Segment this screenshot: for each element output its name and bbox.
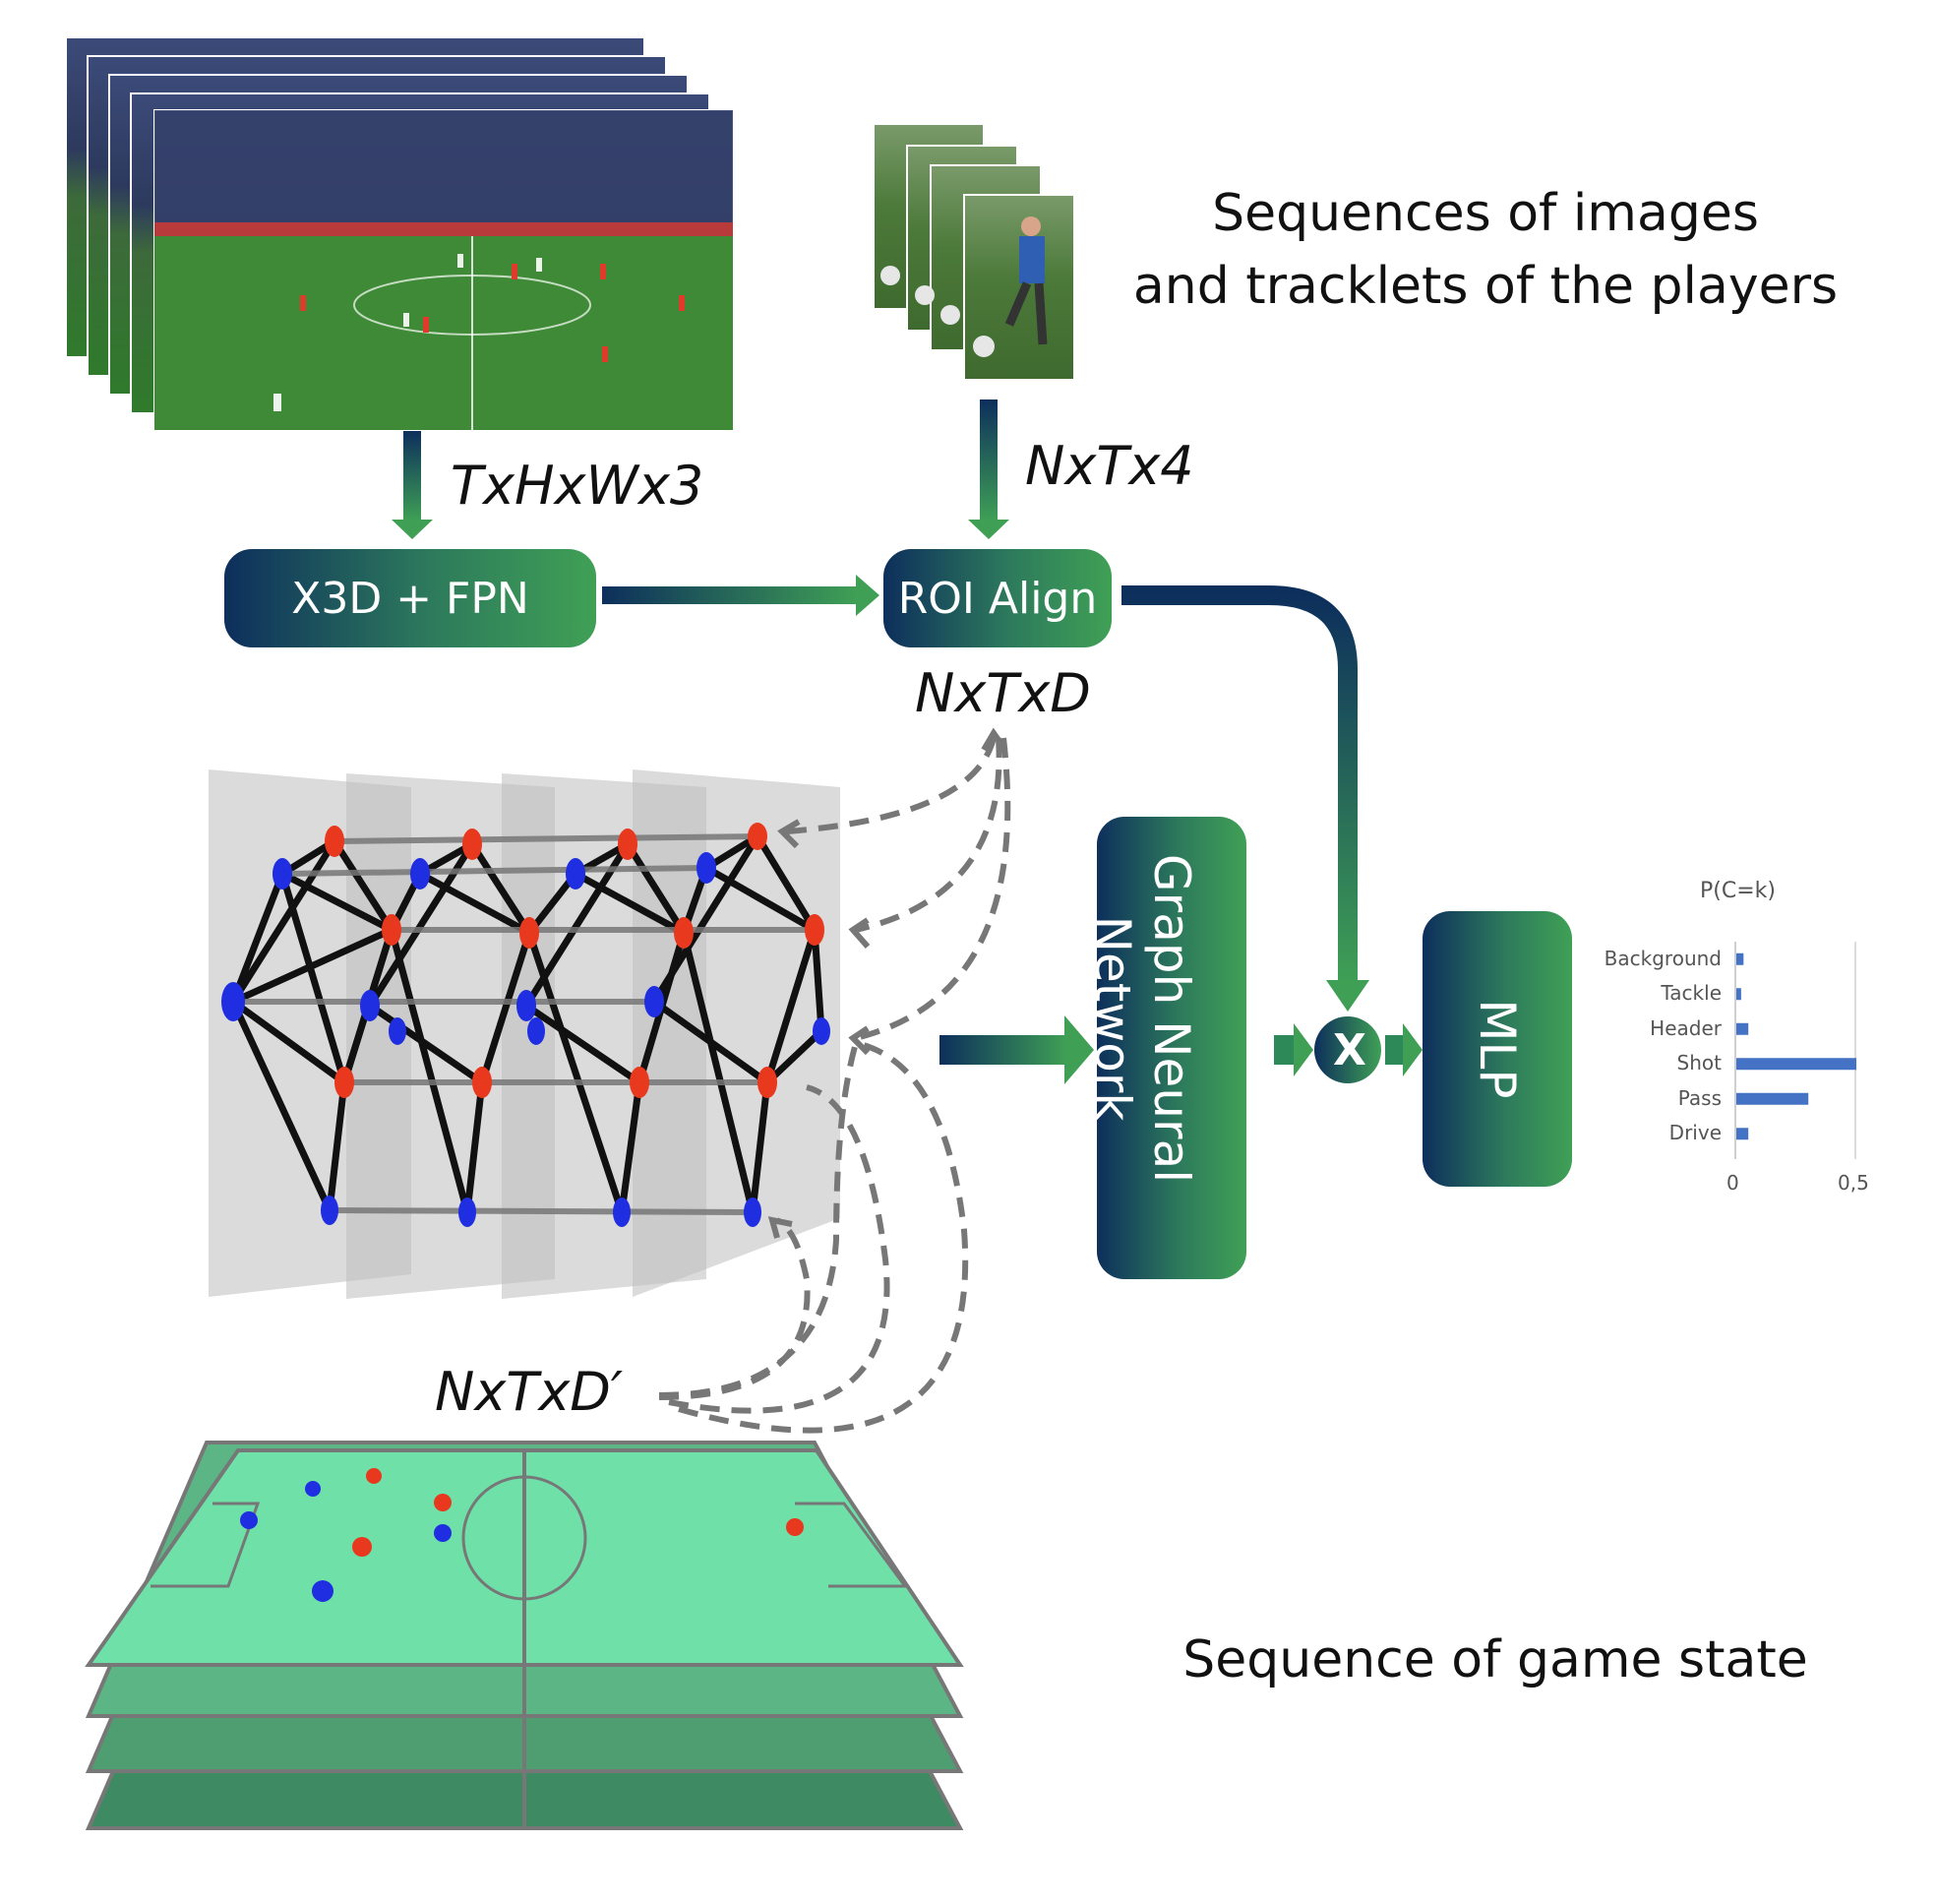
dim-game-state: NxTxD′	[435, 1361, 624, 1423]
gnn-label-line2: Network	[1084, 915, 1141, 1122]
dim-tracklets: NxTx4	[1025, 435, 1194, 497]
gnn-block: Graph Neural Network	[1084, 817, 1246, 1279]
backbone-label: X3D + FPN	[291, 573, 529, 624]
player-crops	[873, 123, 1075, 381]
dim-roi: NxTxD	[915, 662, 1091, 724]
graph-nodes	[221, 823, 830, 1227]
backbone-block: X3D + FPN	[224, 549, 596, 647]
bar-label-background: Background	[1604, 946, 1722, 970]
chart-title: P(C=k)	[1700, 879, 1776, 903]
feature-arrows	[658, 737, 1011, 1434]
multiply-label: X	[1333, 1025, 1366, 1075]
bar-label-shot: Shot	[1676, 1051, 1722, 1075]
caption-top-line1: Sequences of images	[1212, 184, 1759, 243]
roi-align-block: ROI Align	[883, 549, 1112, 647]
caption-top-line2: and tracklets of the players	[1132, 257, 1839, 316]
mlp-block: MLP	[1423, 911, 1572, 1187]
bar-header	[1736, 1022, 1749, 1035]
video-frames	[65, 36, 734, 431]
bar-pass	[1736, 1092, 1809, 1105]
bar-background	[1736, 952, 1744, 965]
bar-label-drive: Drive	[1668, 1121, 1722, 1145]
mlp-label: MLP	[1469, 999, 1526, 1099]
graph-frames	[209, 769, 840, 1299]
bar-tackle	[1736, 988, 1741, 1001]
roi-align-label: ROI Align	[897, 573, 1098, 624]
graph-edges	[229, 832, 825, 1216]
bar-drive	[1736, 1128, 1749, 1140]
caption-top: Sequences of images and tracklets of the…	[1131, 177, 1840, 323]
tick-0: 0	[1726, 1171, 1739, 1195]
bar-label-tackle: Tackle	[1661, 981, 1722, 1006]
gnn-label-line1: Graph Neural	[1143, 853, 1200, 1184]
bar-shot	[1736, 1058, 1856, 1071]
caption-bottom: Sequence of game state	[1182, 1630, 1808, 1689]
tick-0-5: 0,5	[1838, 1171, 1869, 1195]
game-state-pitches	[85, 1441, 964, 1830]
bar-label-header: Header	[1650, 1015, 1722, 1040]
probability-chart	[1734, 942, 1856, 1159]
multiply-icon	[1314, 1016, 1381, 1083]
bar-label-pass: Pass	[1677, 1085, 1722, 1110]
dim-video: TxHxWx3	[451, 455, 704, 517]
